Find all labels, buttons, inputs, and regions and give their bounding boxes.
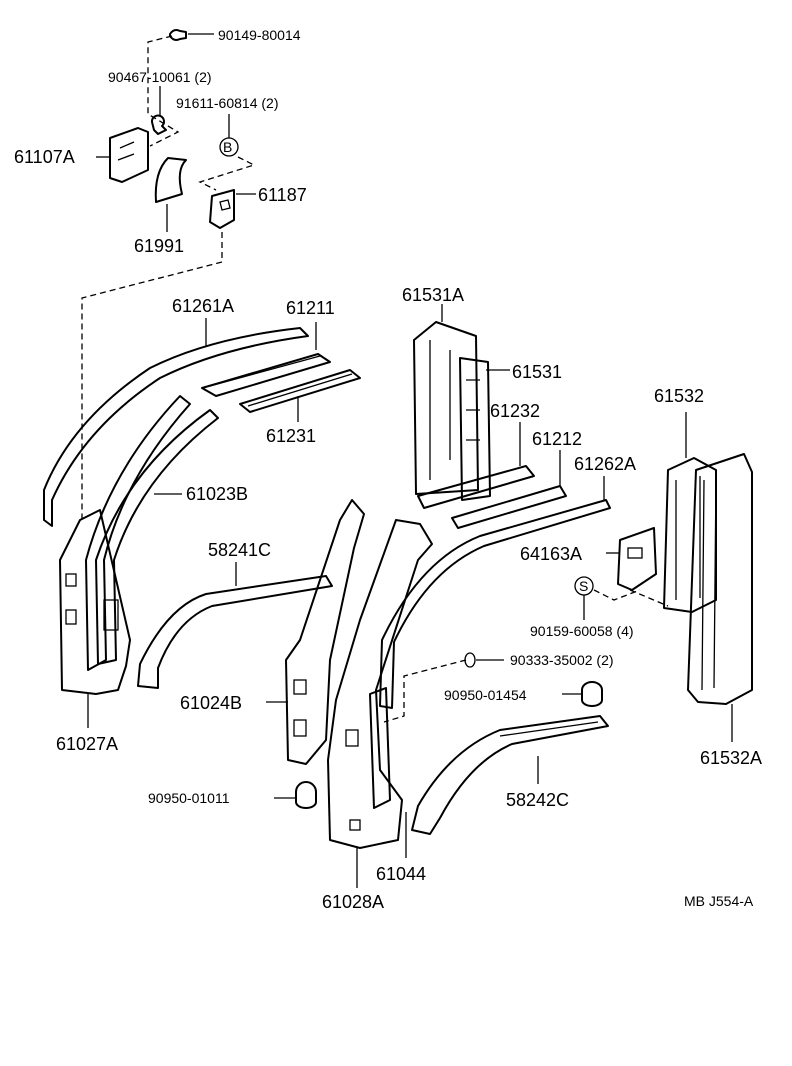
label-61261A: 61261A xyxy=(172,296,234,316)
label-64163A: 64163A xyxy=(520,544,582,564)
nut-marker-b xyxy=(219,114,239,157)
label-61262A: 61262A xyxy=(574,454,636,474)
label-90149-80014: 90149-80014 xyxy=(218,27,301,43)
label-90950-01011: 90950-01011 xyxy=(148,790,230,806)
clip-90467 xyxy=(151,86,167,135)
weatherstrip-61261A xyxy=(43,318,309,527)
pillar-61531A xyxy=(413,304,479,495)
label-61231: 61231 xyxy=(266,426,316,446)
pillar-61532A xyxy=(687,453,753,742)
dashed-guide-rear xyxy=(593,589,669,607)
garnish-61232 xyxy=(417,422,535,509)
label-90467-10061: 90467-10061 (2) xyxy=(108,69,212,85)
bracket-61187 xyxy=(209,189,256,229)
screw-marker-s xyxy=(574,576,594,620)
bolt-90149 xyxy=(169,29,214,41)
dashed-guide-top xyxy=(147,35,256,191)
bracket-64163A xyxy=(606,527,657,591)
label-91611-60814: 91611-60814 (2) xyxy=(176,95,278,111)
pillar-61024B xyxy=(266,499,365,765)
label-61531: 61531 xyxy=(512,362,562,382)
dashed-guide-center xyxy=(383,659,467,723)
bracket-61991 xyxy=(154,157,187,232)
plug-90333 xyxy=(464,652,504,668)
pillar-61532 xyxy=(663,412,717,613)
pillar-61023B xyxy=(85,395,219,671)
label-61027A: 61027A xyxy=(56,734,118,754)
label-61107A: 61107A xyxy=(14,147,75,167)
label-90950-01454: 90950-01454 xyxy=(444,687,527,703)
dashed-guide-left xyxy=(81,232,223,520)
bracket-61107A xyxy=(96,127,149,183)
wheelhouse-58242C xyxy=(411,715,609,835)
garnish-61231 xyxy=(239,369,361,422)
label-61187: 61187 xyxy=(258,185,307,205)
label-61232: 61232 xyxy=(490,401,540,421)
label-61532A: 61532A xyxy=(700,748,762,768)
label-61023B: 61023B xyxy=(186,484,248,504)
label-marker-s: S xyxy=(579,578,588,594)
label-61044: 61044 xyxy=(376,864,426,884)
label-58241C: 58241C xyxy=(208,540,271,560)
pillar-61028A xyxy=(327,519,433,888)
label-61212: 61212 xyxy=(532,429,582,449)
label-61024B: 61024B xyxy=(180,693,242,713)
clip-90950-01011 xyxy=(274,781,317,809)
label-61028A: 61028A xyxy=(322,892,384,912)
label-90159-60058: 90159-60058 (4) xyxy=(530,623,634,639)
label-61991: 61991 xyxy=(134,236,184,256)
clip-90950-01454 xyxy=(562,681,603,707)
label-61531A: 61531A xyxy=(402,285,464,305)
label-marker-b: B xyxy=(223,139,232,155)
label-61532: 61532 xyxy=(654,386,704,406)
label-90333-35002: 90333-35002 (2) xyxy=(510,652,614,668)
garnish-61211 xyxy=(201,322,331,397)
wheelhouse-58241C xyxy=(137,562,333,689)
pillar-61027A xyxy=(59,509,131,728)
pillar-61531 xyxy=(459,357,510,501)
garnish-61212 xyxy=(451,450,567,529)
label-58242C: 58242C xyxy=(506,790,569,810)
label-61211: 61211 xyxy=(286,298,335,318)
reference-code: MB J554-A xyxy=(684,893,754,909)
